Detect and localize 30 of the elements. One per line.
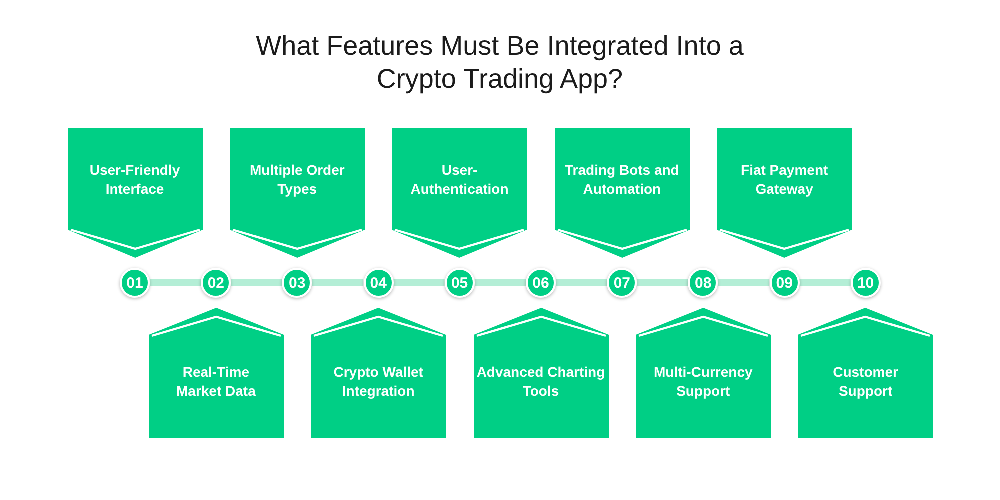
feature-label: Customer Support [832,363,900,401]
connector-bar [231,280,282,286]
feature-label: Crypto Wallet Integration [332,363,424,401]
step-number: 10 [850,268,881,298]
connector-bar [800,280,851,286]
connector-bar [637,280,688,286]
feature-label: Multi-Currency Support [652,363,754,401]
step-number: 01 [120,268,150,298]
step-number: 03 [282,268,312,298]
feature-label: Multiple Order Types [248,161,346,199]
connector-bar [474,280,526,286]
step-number: 04 [364,268,394,298]
feature-label: Real-Time Market Data [176,363,257,401]
step-number: 09 [770,268,800,298]
step-number: 06 [526,268,556,298]
feature-label: User-Friendly Interface [88,161,182,199]
connector-bar [718,280,770,286]
feature-label: User-Authentication [410,161,510,199]
feature-label: Fiat Payment Gateway [740,161,830,199]
step-number: 05 [444,268,475,298]
step-number: 08 [688,268,718,298]
feature-label: Trading Bots and Automation [564,161,680,199]
feature-label: Advanced Charting Tools [476,363,606,401]
connector-bar [312,280,364,286]
connector-bar [394,280,445,286]
connector-bar [556,280,608,286]
step-number: 02 [201,268,232,298]
title: What Features Must Be Integrated Into a Crypto Trading App? [255,30,745,96]
step-number: 07 [607,268,638,298]
connector-bar [150,280,202,286]
